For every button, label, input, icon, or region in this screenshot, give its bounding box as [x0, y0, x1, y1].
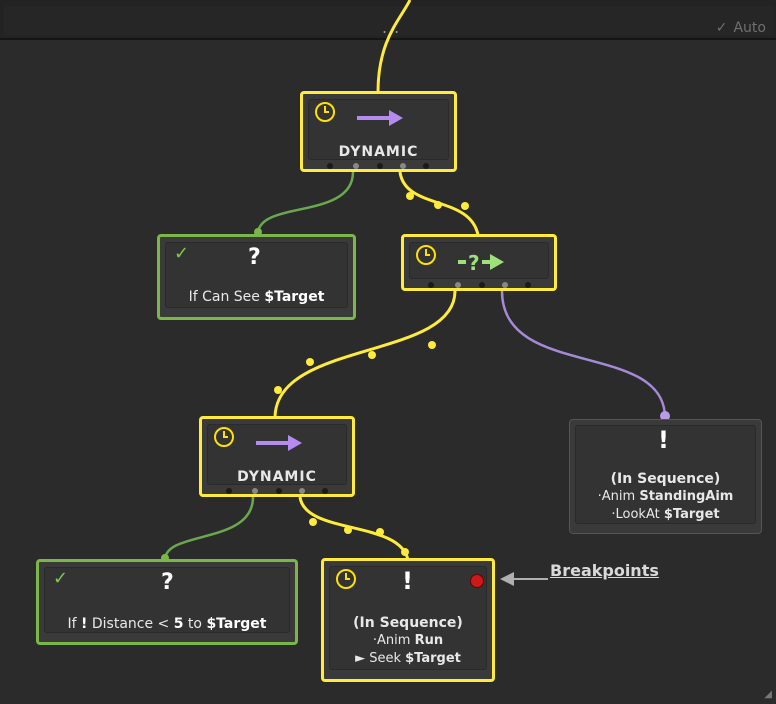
condition-text: If Can See $Target: [188, 289, 325, 305]
right-arrow-icon: [357, 110, 403, 126]
wire-inner-to-distance: [163, 496, 255, 561]
auto-toggle[interactable]: ✓ Auto: [716, 20, 766, 36]
exclamation-icon: !: [658, 426, 669, 454]
wire-probability-to-inner: [273, 290, 457, 419]
resize-grip-icon[interactable]: ◢: [764, 689, 772, 700]
toolbar-bar: ... ✓Auto: [4, 6, 774, 37]
node-face: [165, 242, 348, 308]
node-condition-can-see[interactable]: ✓ ? If Can See $Target: [157, 234, 356, 320]
node-root-dynamic[interactable]: DYNAMIC: [300, 91, 457, 172]
breakpoint-indicator[interactable]: [470, 574, 484, 588]
check-icon: ✓: [53, 568, 69, 589]
breakpoints-annotation: Breakpoints: [550, 561, 659, 580]
node-face: [329, 566, 487, 670]
exclamation-icon: !: [402, 567, 413, 595]
node-face: [575, 425, 756, 524]
probability-arrow-icon: ?: [458, 251, 504, 275]
node-ports: [202, 488, 352, 496]
sequence-action-anim: ·Anim Run: [372, 633, 444, 648]
sequence-action-seek: ► Seek $Target: [355, 651, 461, 666]
node-ports: [404, 282, 554, 290]
wire-incoming: [376, 0, 412, 93]
check-icon: ✓: [174, 243, 190, 264]
node-face: [44, 567, 290, 633]
wire-root-to-condition: [256, 171, 355, 235]
sequence-title: (In Sequence): [353, 615, 463, 631]
breakpoint-pointer-head: [500, 572, 514, 586]
condition-text: If ! Distance < 5 to $Target: [67, 616, 267, 632]
node-inner-dynamic[interactable]: DYNAMIC: [199, 416, 355, 497]
clock-icon: [416, 245, 436, 265]
svg-text:?: ?: [468, 251, 480, 275]
node-sequence-run[interactable]: ! (In Sequence) ·Anim Run ► Seek $Target: [321, 558, 495, 682]
node-sequence-standing[interactable]: ! (In Sequence) ·Anim StandingAim ·LookA…: [569, 419, 762, 534]
check-icon: ✓: [715, 20, 728, 36]
node-title: DYNAMIC: [338, 144, 419, 160]
node-ports: [303, 163, 454, 171]
node-condition-distance[interactable]: ✓ ? If ! Distance < 5 to $Target: [36, 559, 298, 645]
node-title: DYNAMIC: [237, 469, 317, 485]
clock-icon: [214, 427, 234, 447]
node-probability-selector[interactable]: ?: [401, 234, 557, 291]
clock-icon: [315, 102, 335, 122]
wire-inner-to-run: [298, 496, 410, 561]
right-arrow-icon: [256, 435, 302, 451]
question-icon: ?: [248, 245, 261, 270]
auto-label: Auto: [733, 20, 766, 36]
sequence-title: (In Sequence): [610, 471, 721, 487]
sequence-action-lookat: ·LookAt $Target: [611, 507, 720, 522]
wire-probability-to-standing: [500, 290, 667, 419]
question-icon: ?: [161, 570, 174, 595]
clock-icon: [336, 569, 356, 589]
canvas-toolbar: ... ✓Auto: [0, 0, 776, 40]
sequence-action-anim: ·Anim StandingAim: [597, 489, 734, 504]
